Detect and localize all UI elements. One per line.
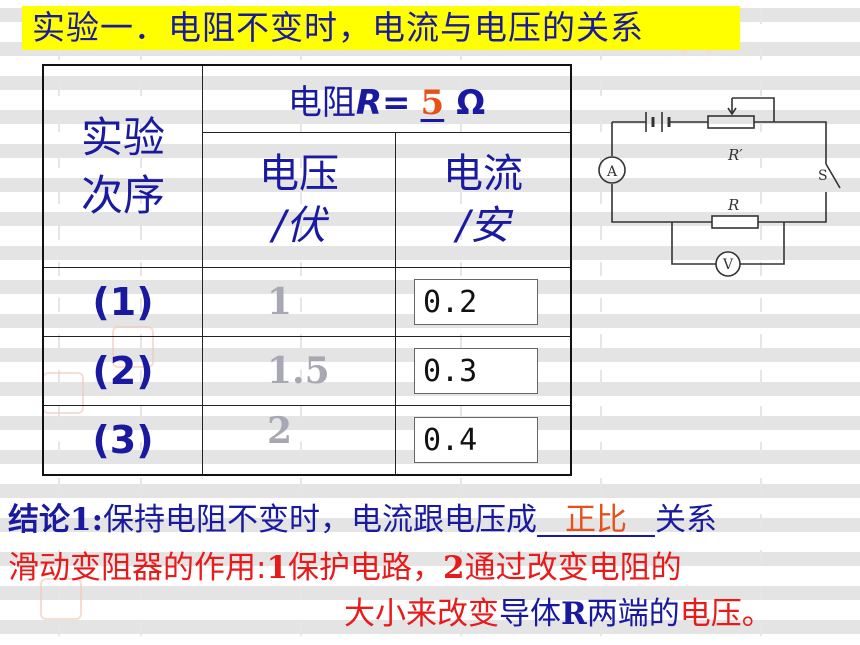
header-seq-line2: 次序 [80,170,165,220]
table-row: (3) 2 0.4 [42,405,572,476]
header-voltage-line2: /伏 [272,203,326,249]
rheostat-label: R′ [727,146,743,164]
header-voltage-line1: 电压 [259,151,339,197]
row-seq: (1) [42,267,203,337]
rheostat-line-cont: 大小来改变导体R两端的电压。 [344,588,773,633]
voltmeter-label: V [722,257,734,273]
switch-label: S [818,168,828,184]
row-current-cell: 0.4 [395,405,572,476]
row-voltage: 2 [202,405,396,476]
rheostat-point-2: 通过改变电阻的 [464,550,682,586]
rheostat-text-d: 两端的 [586,596,680,632]
page-title: 实验一．电阻不变时，电流与电压的关系 [22,6,740,50]
current-input[interactable]: 0.2 [414,279,538,325]
current-input[interactable]: 0.4 [414,417,538,463]
header-voltage: 电压 /伏 [202,132,396,268]
circuit-diagram: A V R′ R S [598,97,841,277]
rheostat-text-b: 导体 [499,596,561,632]
header-current-line1: 电流 [443,151,523,197]
resistance-symbol: R [355,82,383,123]
resistor-label: R [727,196,739,214]
row-current-cell: 0.2 [395,267,572,337]
current-input[interactable]: 0.3 [414,348,538,394]
header-current: 电流 /安 [395,132,572,268]
rheostat-label-text: 滑动变阻器的作用: [8,550,267,586]
header-seq-line1: 实验 [80,112,165,162]
resistance-value: 5 [420,82,445,123]
bg-dash [600,0,602,645]
watermark-seal [40,578,82,620]
rheostat-text-a: 大小来改变 [344,596,499,632]
table-row: (2) 1.5 0.3 [42,336,572,406]
conclusion-text-after: 关系 [655,502,718,538]
row-current-cell: 0.3 [395,336,572,406]
resistance-unit: Ω [456,82,486,123]
rheostat-text-c: R [561,596,587,632]
resistance-prefix: 电阻 [287,82,356,123]
header-seq: 实验 次序 [42,64,203,268]
rheostat-point-1: 保护电路， [288,550,444,586]
conclusion-label: 结论1: [8,502,104,538]
row-seq: (2) [42,336,203,406]
rheostat-num-1: 1 [266,550,289,586]
row-voltage: 1 [202,267,396,337]
rheostat-line: 滑动变阻器的作用:1保护电路，2通过改变电阻的 [8,542,682,587]
table-row: (1) 1 0.2 [42,267,572,337]
row-seq: (3) [42,405,203,476]
conclusion-text: 保持电阻不变时，电流跟电压成 [103,502,538,538]
bg-dash [760,0,762,645]
rheostat-num-2: 2 [443,550,465,586]
conclusion-answer: 正比 [537,505,656,537]
row-voltage: 1.5 [202,336,396,406]
resistance-equals: = [382,82,411,123]
conclusion-line: 结论1:保持电阻不变时，电流跟电压成正比关系 [8,494,717,539]
header-current-line2: /安 [456,203,510,249]
ammeter-label: A [606,164,618,180]
rheostat-text-e: 电压。 [679,596,773,632]
